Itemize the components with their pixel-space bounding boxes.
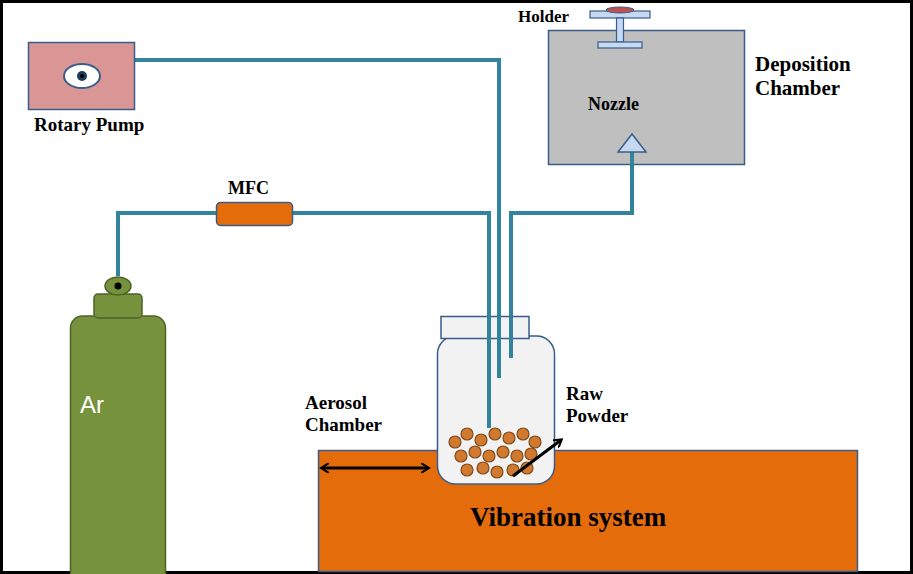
rotary-pump: Rotary Pump — [28, 42, 135, 110]
powder-particle — [461, 428, 473, 440]
node-label: Deposition Chamber — [755, 52, 905, 100]
powder-particle — [529, 436, 541, 448]
rotary-pump-shape — [28, 42, 135, 110]
nozzle-label: Nozzle — [588, 94, 639, 115]
powder-particle — [497, 446, 509, 458]
node-label: Rotary Pump — [34, 114, 144, 136]
mass-flow-controller-shape — [216, 202, 293, 226]
powder-particle — [461, 464, 473, 476]
argon-cylinder: Ar — [70, 276, 166, 574]
powder-particle — [469, 446, 481, 458]
powder-particle — [477, 462, 489, 474]
powder-particle — [483, 450, 495, 462]
vibration-system: Vibration system — [318, 450, 858, 572]
argon-cylinder-shape — [70, 276, 166, 574]
powder-particle — [455, 450, 467, 462]
node-label: Aerosol Chamber — [305, 392, 433, 436]
deposition-chamber-shape — [548, 30, 745, 165]
node-label: Vibration system — [470, 502, 666, 533]
powder-particle — [491, 466, 503, 478]
aerosol-chamber-shape — [437, 316, 555, 485]
powder-particle — [489, 428, 501, 440]
gas-pipe — [293, 213, 489, 316]
node-label: Ar — [80, 391, 104, 419]
gas-pipe — [135, 60, 499, 316]
powder-particle — [475, 434, 487, 446]
gas-pipe — [511, 165, 632, 316]
raw-powder-label: Raw Powder — [566, 383, 661, 427]
powder-particle — [517, 428, 529, 440]
mass-flow-controller: MFC — [216, 202, 293, 226]
node-label: MFC — [228, 178, 269, 199]
holder-label: Holder — [518, 7, 569, 27]
gas-pipe — [118, 213, 216, 276]
powder-particle — [511, 450, 523, 462]
aerosol-chamber: Aerosol Chamber — [437, 316, 555, 485]
powder-particle — [449, 436, 461, 448]
powder-particle — [503, 432, 515, 444]
deposition-chamber: Deposition Chamber — [548, 30, 745, 165]
